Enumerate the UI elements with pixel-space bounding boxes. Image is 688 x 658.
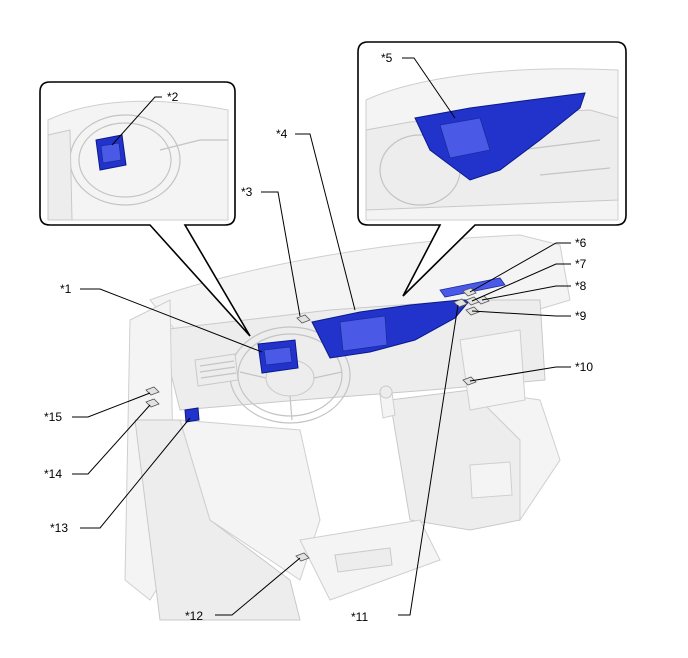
vehicle-interior xyxy=(124,234,571,621)
callout-box-right xyxy=(357,41,627,297)
callout-panel-part xyxy=(414,92,586,181)
label-12: *12 xyxy=(185,609,203,623)
callout-box-left xyxy=(39,81,251,337)
label-11: *11 xyxy=(351,610,368,624)
label-10: *10 xyxy=(575,360,593,374)
label-3: *3 xyxy=(241,185,253,199)
label-6: *6 xyxy=(575,236,587,250)
label-8: *8 xyxy=(575,279,587,293)
lower-panel-part xyxy=(184,407,200,423)
label-2: *2 xyxy=(167,90,179,104)
label-5: *5 xyxy=(381,51,393,65)
labels: *1 *2 *3 *4 *5 *6 *7 *8 *9 *10 *11 *12 *… xyxy=(44,51,593,624)
label-15: *15 xyxy=(44,410,62,424)
clip-10 xyxy=(462,376,477,386)
leader-lines xyxy=(72,57,571,616)
label-14: *14 xyxy=(44,467,62,481)
label-7: *7 xyxy=(575,257,587,271)
label-4: *4 xyxy=(276,127,288,141)
highlighted-parts xyxy=(184,277,506,423)
clip-3 xyxy=(296,314,311,324)
label-9: *9 xyxy=(575,309,587,323)
label-1: *1 xyxy=(60,282,72,296)
clip-11 xyxy=(453,298,468,308)
label-13: *13 xyxy=(50,521,68,535)
